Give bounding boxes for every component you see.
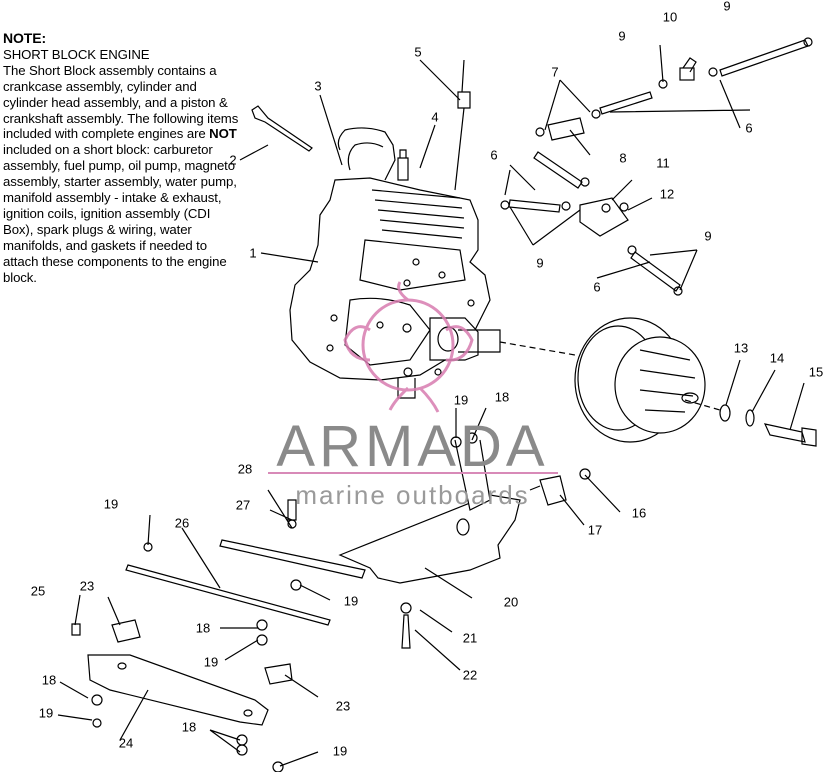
part-5-cable xyxy=(454,59,471,191)
callout-3: 3 xyxy=(314,78,322,94)
watermark-divider xyxy=(268,472,558,474)
watermark-title: ARMADA xyxy=(276,414,549,479)
callout-6: 6 xyxy=(490,147,498,163)
callout-19: 19 xyxy=(38,705,54,721)
part-2-bracket xyxy=(251,105,313,152)
callout-6: 6 xyxy=(593,279,601,295)
part-17-mount xyxy=(529,475,567,506)
callout-23: 23 xyxy=(79,578,95,594)
watermark-logo xyxy=(343,281,474,413)
callout-19: 19 xyxy=(203,654,219,670)
callout-19: 19 xyxy=(332,743,348,759)
callout-9: 9 xyxy=(723,0,731,14)
callout-26: 26 xyxy=(174,515,190,531)
part-24-bracket xyxy=(87,654,269,726)
engine-block xyxy=(289,127,501,399)
callout-19: 19 xyxy=(453,392,469,408)
callout-5: 5 xyxy=(414,44,422,60)
callout-2: 2 xyxy=(229,152,237,168)
callout-18: 18 xyxy=(494,389,510,405)
part-26-strip-upper xyxy=(219,539,366,579)
callout-16: 16 xyxy=(631,505,647,521)
callout-21: 21 xyxy=(462,630,478,646)
callout-19: 19 xyxy=(343,593,359,609)
callout-23: 23 xyxy=(335,698,351,714)
note-body-start: The Short Block assembly contains a cran… xyxy=(3,62,239,142)
note-heading: NOTE: xyxy=(3,30,47,46)
callout-9: 9 xyxy=(536,255,544,271)
callout-19: 19 xyxy=(103,496,119,512)
callout-25: 25 xyxy=(30,583,46,599)
callout-28: 28 xyxy=(237,461,253,477)
callout-14: 14 xyxy=(769,350,785,366)
callout-11: 11 xyxy=(656,155,670,171)
part-6-tube-top xyxy=(719,39,809,77)
center-axis-line xyxy=(499,341,576,356)
callout-22: 22 xyxy=(462,667,478,683)
callout-9: 9 xyxy=(704,228,712,244)
watermark-subtitle: marine outboards xyxy=(295,480,530,510)
callout-10: 10 xyxy=(662,9,678,25)
part-23-mount-right xyxy=(264,663,293,685)
note-subheading: SHORT BLOCK ENGINE xyxy=(3,46,150,62)
callout-9: 9 xyxy=(618,28,626,44)
callout-8: 8 xyxy=(619,150,627,166)
part-6-tube-mid xyxy=(508,199,561,213)
short-block-note: NOTE: SHORT BLOCK ENGINE The Short Block… xyxy=(3,30,241,286)
part-20-mount-plate xyxy=(338,494,521,584)
part-12-block xyxy=(579,197,629,237)
callout-12: 12 xyxy=(659,186,675,202)
part-23-mount-left xyxy=(111,619,141,643)
small-hardware xyxy=(71,37,813,772)
note-body-end: included on a short block: carburetor as… xyxy=(3,142,237,285)
callout-18: 18 xyxy=(195,620,211,636)
callout-6: 6 xyxy=(745,120,753,136)
callout-1: 1 xyxy=(249,245,257,261)
callout-4: 4 xyxy=(431,109,439,125)
note-body-bold: NOT xyxy=(209,126,237,142)
part-6-tube-low xyxy=(630,251,681,292)
callout-17: 17 xyxy=(587,522,603,538)
part-10-connector xyxy=(679,67,695,81)
callout-13: 13 xyxy=(733,340,749,356)
callout-15: 15 xyxy=(808,364,824,380)
callout-18: 18 xyxy=(41,672,57,688)
callout-24: 24 xyxy=(118,735,134,751)
callout-27: 27 xyxy=(235,497,251,513)
callout-18: 18 xyxy=(181,719,197,735)
part-13-washer xyxy=(719,404,731,422)
part-8-fitting xyxy=(547,117,585,141)
flywheel-pulley xyxy=(574,317,706,443)
part-4-spark-plug xyxy=(397,149,409,181)
callout-20: 20 xyxy=(503,594,519,610)
part-26-strip xyxy=(125,564,331,626)
part-14-washer xyxy=(745,409,755,427)
callout-7: 7 xyxy=(551,64,559,80)
